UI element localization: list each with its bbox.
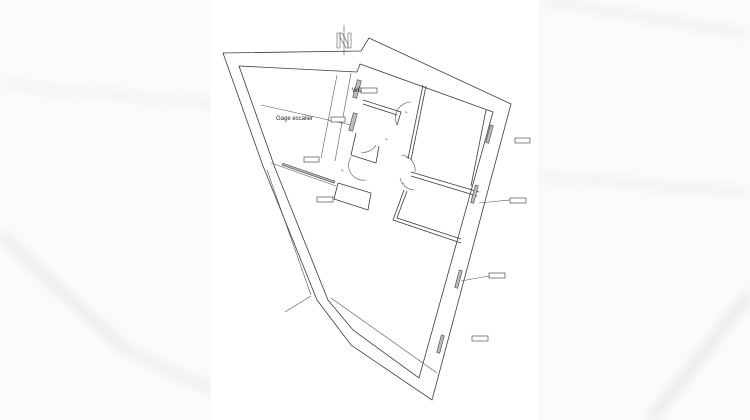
floor-plan-panel: Gage escalier WC A₁ A₂ A₃ A₄ A₅ [211,0,538,420]
door-tag-3: A₃ [406,155,409,159]
wc-label: WC [352,88,363,94]
window-tag [360,87,378,94]
window-tags [303,87,531,342]
floor-plan-drawing: Gage escalier WC A₁ A₂ A₃ A₄ A₅ [222,25,531,401]
north-arrow-icon [336,25,352,55]
interior-partitions [270,84,487,244]
door-tag-5: A₅ [402,181,405,185]
door-tag-2: A₂ [385,137,388,141]
window-tag [330,116,346,123]
door-tag-1: A₁ [405,110,408,114]
window-tag [509,197,527,204]
dimension-lines [266,169,438,374]
windows [436,124,494,354]
window-tag [514,137,531,144]
door-swings [348,101,416,191]
window-tag [471,335,489,342]
window-tag [316,196,334,203]
stair-cage-label: Gage escalier [276,116,313,122]
door-tag-4: A₄ [341,168,344,172]
window-tag [488,272,506,279]
window-tag [303,156,320,163]
